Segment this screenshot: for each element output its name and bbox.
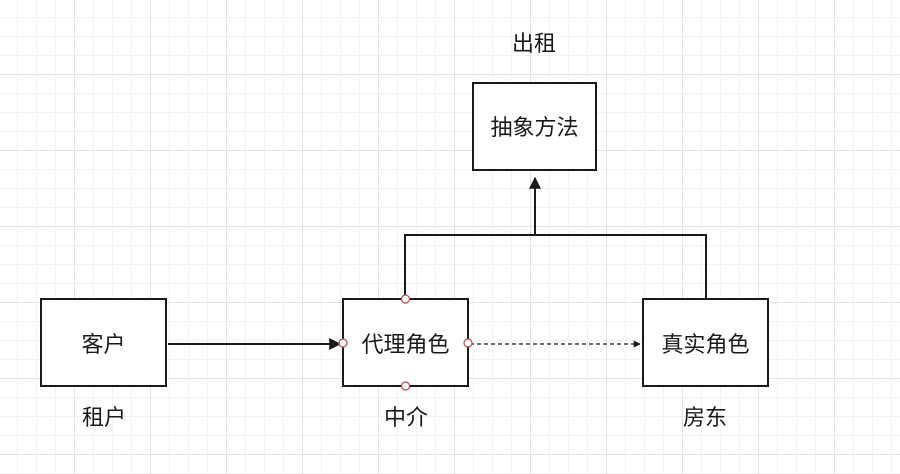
edge-real-to-abstract (535, 234, 707, 299)
node-client[interactable]: 客户 (40, 298, 167, 387)
node-proxy-role[interactable]: 代理角色 (342, 298, 469, 387)
node-abstract-method-label: 抽象方法 (490, 116, 578, 141)
port-bottom[interactable] (400, 381, 411, 391)
port-right[interactable] (463, 338, 473, 348)
caption-abstract-method: 出租 (512, 32, 556, 57)
node-abstract-method[interactable]: 抽象方法 (472, 82, 597, 171)
node-real-role[interactable]: 真实角色 (642, 298, 769, 387)
caption-client: 租户 (82, 406, 126, 431)
port-top[interactable] (400, 294, 411, 304)
edge-proxy-to-abstract (404, 176, 541, 299)
caption-proxy-role: 中介 (384, 406, 428, 431)
node-client-label: 客户 (81, 333, 125, 358)
node-proxy-role-label: 代理角色 (361, 333, 449, 358)
port-left[interactable] (338, 338, 348, 348)
caption-real-role: 房东 (683, 406, 727, 431)
node-real-role-label: 真实角色 (661, 333, 749, 358)
